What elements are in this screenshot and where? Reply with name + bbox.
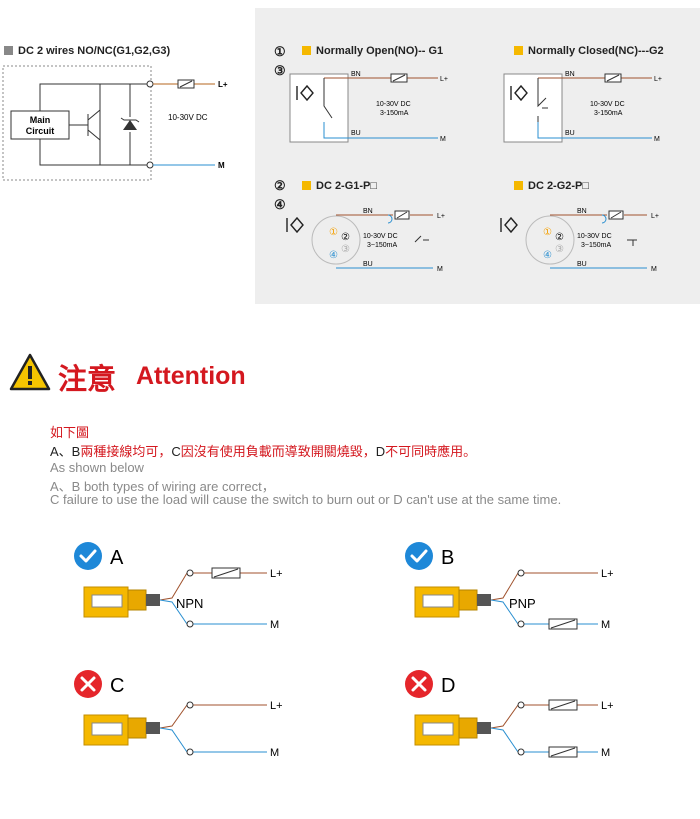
svg-text:M: M	[601, 619, 610, 631]
svg-text:②: ②	[341, 232, 350, 243]
no-title: Normally Open(NO)-- G1	[302, 45, 443, 57]
svg-text:3-150mA: 3-150mA	[380, 110, 409, 117]
svg-text:③: ③	[555, 244, 564, 255]
sensor-symbol-icon	[296, 84, 314, 102]
left-m-label: M	[218, 161, 225, 170]
nc-title: Normally Closed(NC)---G2	[514, 45, 664, 57]
svg-text:M: M	[437, 266, 443, 273]
svg-text:L+: L+	[437, 213, 445, 220]
wiring-panel	[255, 8, 700, 304]
wiring-d: D L+ M	[405, 670, 614, 759]
g1p-title: DC 2-G1-P□	[302, 180, 377, 192]
svg-text:NPN: NPN	[176, 596, 203, 611]
g1p-diagram: BN BU ① ② ③ ④ 10-30V DC 3~150mA L+ M	[286, 208, 445, 273]
yellow-square-icon	[302, 46, 311, 55]
attention-line-2: A、B兩種接線均可，C因沒有使用負載而導致開關燒毀，D不可同時應用。	[50, 444, 477, 459]
svg-text:10-30V DC: 10-30V DC	[363, 233, 398, 240]
svg-text:L+: L+	[601, 568, 614, 580]
svg-text:M: M	[270, 619, 279, 631]
svg-text:L+: L+	[651, 213, 659, 220]
attention-en-1: As shown below	[50, 460, 144, 475]
svg-text:BU: BU	[363, 261, 373, 268]
svg-text:③: ③	[341, 244, 350, 255]
warning-triangle-icon	[9, 353, 51, 391]
svg-text:BN: BN	[577, 208, 587, 215]
svg-text:①: ①	[329, 227, 338, 238]
svg-text:BU: BU	[577, 261, 587, 268]
svg-text:L+: L+	[601, 700, 614, 712]
svg-text:10-30V DC: 10-30V DC	[376, 101, 411, 108]
wiring-a-letter: A	[110, 547, 124, 569]
svg-text:M: M	[651, 266, 657, 273]
yellow-square-icon	[514, 181, 523, 190]
svg-text:BN: BN	[565, 71, 575, 78]
wiring-b: B PNP L+ M	[405, 542, 614, 631]
gray-square-icon	[4, 46, 13, 55]
number-4: ④	[274, 197, 286, 212]
check-icon	[405, 542, 433, 570]
svg-text:①: ①	[543, 227, 552, 238]
main-circuit-label-1: Main	[30, 115, 51, 125]
no-diagram: BN BU 10-30V DC 3-150mA L+ M	[289, 71, 448, 143]
svg-text:10-30V DC: 10-30V DC	[590, 101, 625, 108]
attention-line-1: 如下圖	[50, 425, 90, 440]
left-panel-header: DC 2 wires NO/NC(G1,G2,G3)	[4, 45, 170, 57]
yellow-square-icon	[514, 46, 523, 55]
svg-text:④: ④	[543, 250, 552, 261]
left-voltage-label: 10-30V DC	[168, 113, 208, 122]
svg-text:M: M	[601, 747, 610, 759]
svg-text:L+: L+	[440, 76, 448, 83]
left-lplus-label: L+	[218, 80, 228, 89]
sensor-symbol-icon	[286, 216, 304, 234]
attention-title-en: Attention	[136, 362, 246, 390]
wiring-c: C L+ M	[74, 670, 283, 759]
left-circuit-diagram: Main Circuit 10-30V DC L+ M	[2, 65, 228, 181]
attention-en-3: C failure to use the load will cause the…	[50, 492, 562, 507]
svg-text:BU: BU	[351, 130, 361, 137]
attention-en-2: A、B both types of wiring are correct，	[50, 479, 275, 494]
svg-text:BU: BU	[565, 130, 575, 137]
sensor-symbol-icon	[510, 84, 528, 102]
svg-text:M: M	[440, 136, 446, 143]
g2p-diagram: BN BU ① ② ③ ④ 10-30V DC 3~150mA L+ M	[500, 208, 659, 273]
check-icon	[74, 542, 102, 570]
wiring-b-letter: B	[441, 547, 454, 569]
sensor-symbol-icon	[500, 216, 518, 234]
g2p-title: DC 2-G2-P□	[514, 180, 589, 192]
svg-text:L+: L+	[654, 76, 662, 83]
svg-text:3-150mA: 3-150mA	[594, 110, 623, 117]
wiring-a: A NPN L+ M	[74, 542, 283, 631]
svg-text:L+: L+	[270, 700, 283, 712]
nc-diagram: BN BU 10-30V DC 3-150mA L+ M	[503, 71, 662, 143]
main-circuit-label-2: Circuit	[26, 126, 55, 136]
svg-text:BN: BN	[351, 71, 361, 78]
svg-text:3~150mA: 3~150mA	[367, 242, 397, 249]
svg-text:3~150mA: 3~150mA	[581, 242, 611, 249]
svg-text:M: M	[270, 747, 279, 759]
number-2: ②	[274, 178, 286, 193]
svg-text:②: ②	[555, 232, 564, 243]
number-1: ①	[274, 44, 286, 59]
svg-text:④: ④	[329, 250, 338, 261]
svg-text:M: M	[654, 136, 660, 143]
number-3: ③	[274, 63, 286, 78]
attention-title-cn: 注意	[58, 364, 117, 396]
wiring-c-letter: C	[110, 675, 124, 697]
yellow-square-icon	[302, 181, 311, 190]
svg-text:L+: L+	[270, 568, 283, 580]
wiring-d-letter: D	[441, 675, 455, 697]
svg-text:10-30V DC: 10-30V DC	[577, 233, 612, 240]
svg-text:BN: BN	[363, 208, 373, 215]
svg-text:PNP: PNP	[509, 596, 536, 611]
